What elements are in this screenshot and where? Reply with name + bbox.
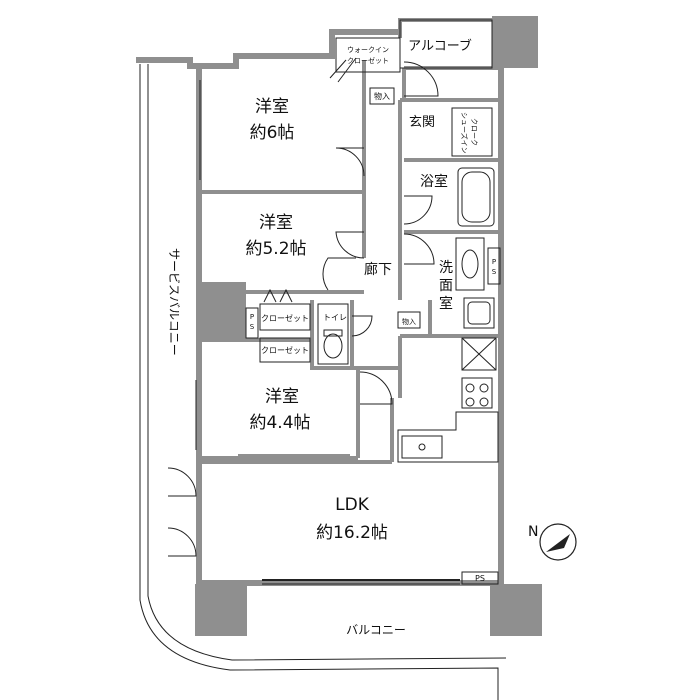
- ldk-name: LDK: [335, 495, 370, 515]
- interior-walls: [200, 60, 498, 464]
- closet1-label: クローゼット: [261, 313, 309, 323]
- balcony-label: バルコニー: [346, 623, 406, 637]
- wall-east: [498, 68, 504, 584]
- walkin-label-1: ウォークイン: [347, 46, 389, 54]
- corridor-label: 廊下: [364, 261, 392, 278]
- storage-top-label: 物入: [374, 91, 390, 101]
- washroom-label-2: 面: [439, 278, 453, 294]
- ps-left-1: P: [250, 313, 254, 321]
- column-left: [196, 282, 246, 340]
- western2-size: 約5.2帖: [245, 239, 306, 259]
- room-labels: 洋室 約6帖 洋室 約5.2帖 洋室 約4.4帖 LDK 約16.2帖 浴室 洗…: [167, 38, 497, 637]
- service-balcony-label: サービスバルコニー: [167, 248, 181, 356]
- ldk-size: 約16.2帖: [316, 523, 388, 543]
- western2-name: 洋室: [259, 213, 293, 233]
- walkin-label-2: クローゼット: [347, 56, 389, 65]
- detail-lines: [139, 19, 507, 700]
- storage-mid-label: 物入: [402, 317, 416, 326]
- bath-label: 浴室: [420, 173, 448, 190]
- column-top-right: [492, 16, 538, 68]
- outer-walls: [136, 16, 542, 636]
- western1-size: 約6帖: [250, 123, 295, 143]
- wall-west: [196, 64, 202, 584]
- column-bottom-right: [490, 584, 542, 636]
- western3-size: 約4.4帖: [249, 413, 310, 433]
- western3-name: 洋室: [265, 387, 299, 407]
- ps-ldk-label: PS: [475, 574, 485, 583]
- shoes-label-2: クローク: [470, 118, 478, 146]
- washroom-label-1: 洗: [439, 260, 453, 276]
- ps-left-2: S: [250, 323, 255, 331]
- wall-south: [196, 580, 498, 586]
- closet2-label: クローゼット: [261, 345, 309, 355]
- western1-name: 洋室: [255, 97, 289, 117]
- door-swings: [167, 57, 439, 557]
- svg-text:N: N: [528, 524, 538, 540]
- entrance-label: 玄関: [409, 115, 435, 130]
- alcove-label: アルコーブ: [408, 38, 472, 54]
- ps-wash-1: P: [492, 258, 496, 266]
- toilet-label: トイレ: [323, 313, 347, 322]
- ps-wash-2: S: [492, 268, 497, 276]
- column-bottom-left: [195, 584, 247, 636]
- compass-icon: N: [528, 523, 577, 561]
- shoes-label-1: シューズイン: [460, 112, 469, 154]
- washroom-label-3: 室: [439, 295, 453, 312]
